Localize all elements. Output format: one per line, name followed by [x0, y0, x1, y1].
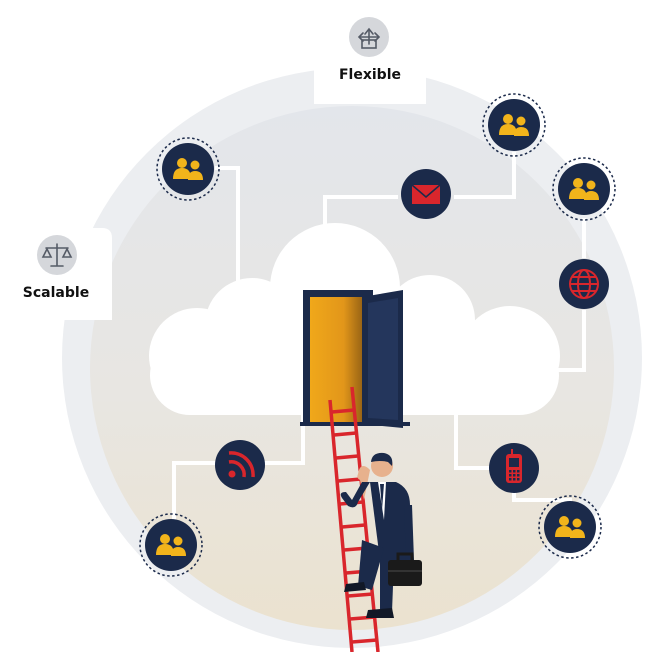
users-node-right: [552, 157, 616, 221]
mobile-phone-icon: [506, 449, 522, 483]
flexible-tab: [314, 40, 426, 104]
connector-lines: [172, 152, 586, 520]
email-node: [401, 169, 451, 219]
users-node-top-right: [482, 93, 546, 157]
balance-scale-icon: [37, 235, 77, 275]
flexible-label: Flexible: [338, 67, 401, 83]
phone-node: [489, 443, 539, 493]
red-ladder: [328, 386, 380, 652]
rss-node: [215, 440, 265, 490]
scalable-label: Scalable: [22, 285, 90, 301]
users-node-bottom-right: [538, 495, 602, 559]
users-node-bottom-left: [139, 513, 203, 577]
open-door: [300, 290, 410, 428]
businessman: [340, 452, 422, 618]
rss-icon: [228, 451, 255, 478]
users-node-top-left: [156, 137, 220, 201]
arrows-expand-icon: [349, 17, 389, 57]
globe-node: [559, 259, 609, 309]
globe-icon: [569, 269, 599, 299]
envelope-icon: [411, 184, 441, 204]
